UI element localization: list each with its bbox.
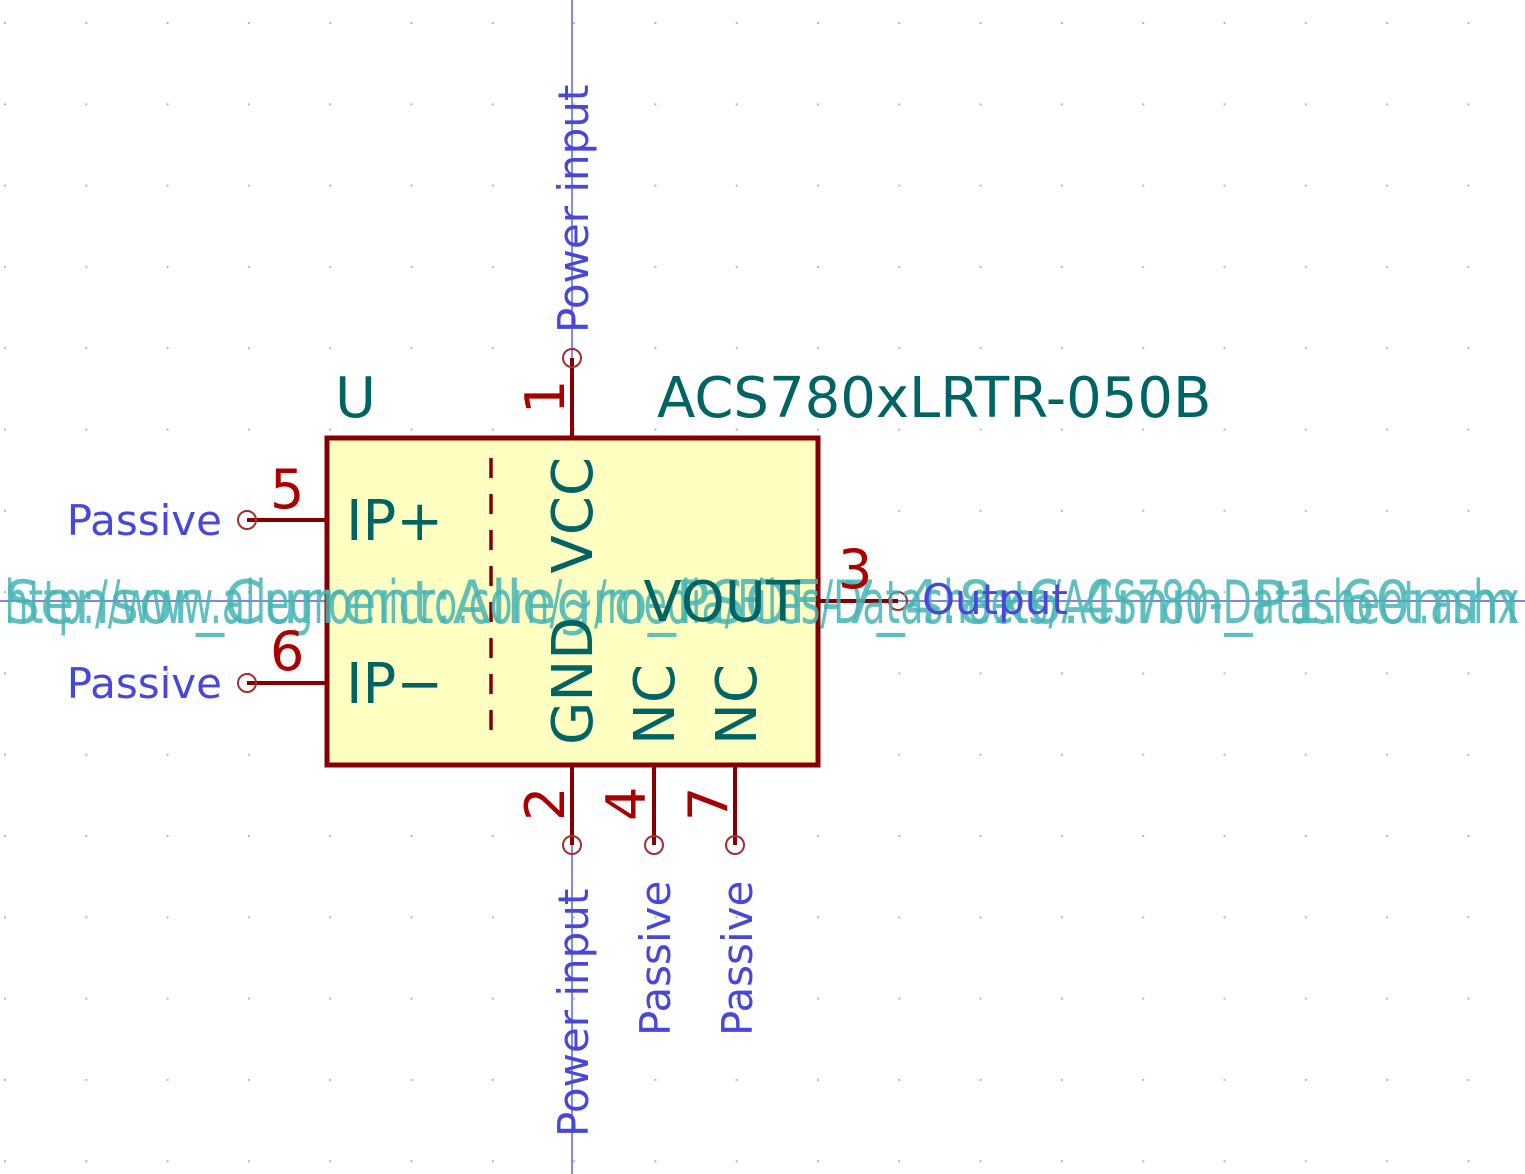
pin-4-type: Passive: [631, 881, 680, 1036]
pin-5-name: IP+: [346, 489, 443, 554]
pin-7-end-circle[interactable]: [725, 835, 745, 855]
pin-3-name: VOUT: [643, 570, 800, 635]
pin-6-type: Passive: [67, 659, 222, 708]
pin-3-end-circle[interactable]: [888, 591, 908, 611]
pin-6-name: IP−: [346, 652, 443, 717]
pin-5-number: 5: [270, 458, 304, 521]
symbol-body[interactable]: [324, 435, 821, 768]
pin-4-end-circle[interactable]: [644, 835, 664, 855]
pin-1-name: VCC: [541, 457, 606, 574]
pin-6-end-circle[interactable]: [237, 673, 257, 693]
pin-3-number: 3: [838, 538, 872, 601]
pin-2-name: GND: [541, 617, 606, 745]
pin-5-end-circle[interactable]: [237, 510, 257, 530]
pin-3-type: Output: [922, 575, 1068, 624]
pin-4-name: NC: [623, 664, 688, 745]
pin-6-number: 6: [270, 620, 304, 683]
pin-1-type: Power input: [549, 85, 598, 333]
pin-7-name: NC: [705, 664, 770, 745]
footprint-field-text: Sensor_Current:Allegro_PSOF-7_4.8x6.4mm_…: [5, 568, 1520, 638]
pin-7-number: 7: [677, 787, 740, 821]
pin-7-type: Passive: [713, 881, 762, 1036]
pin-2-type: Power input: [549, 889, 598, 1137]
pin-2-number: 2: [514, 787, 577, 821]
pin-1-end-circle[interactable]: [562, 348, 582, 368]
datasheet-field-text: http://www.allegromicro.com/~/media/File…: [5, 568, 1520, 638]
pin-1-number: 1: [514, 380, 577, 414]
pin-5-type: Passive: [67, 496, 222, 545]
pin-4-number: 4: [595, 787, 658, 821]
part-value[interactable]: ACS780xLRTR-050B: [657, 366, 1211, 431]
reference-designator[interactable]: U: [335, 366, 376, 431]
pin-2-end-circle[interactable]: [562, 835, 582, 855]
